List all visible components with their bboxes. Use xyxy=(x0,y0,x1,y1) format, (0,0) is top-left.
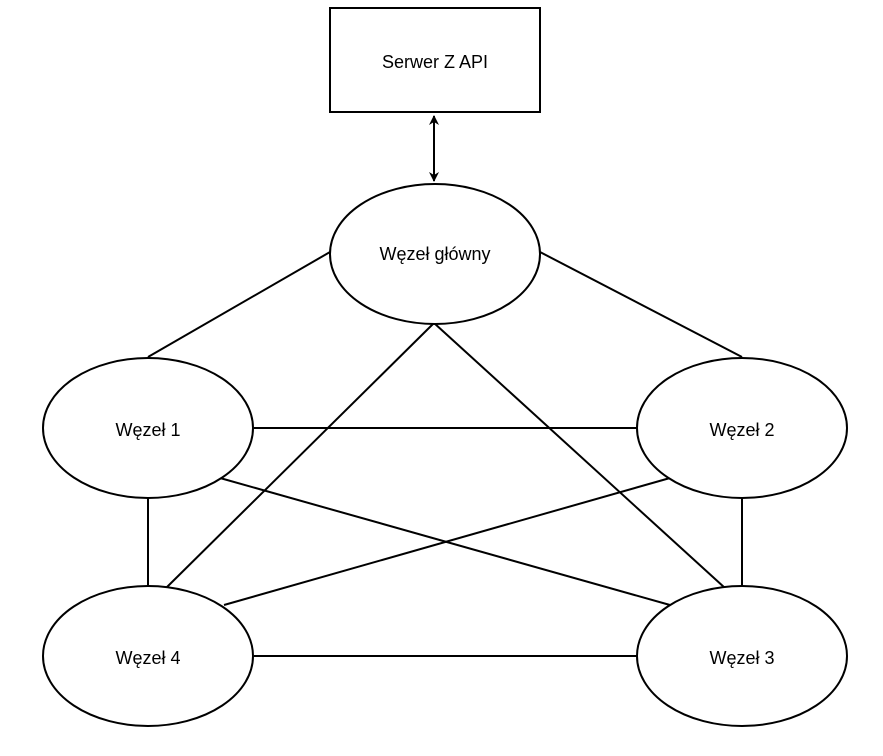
server-label: Serwer Z API xyxy=(382,52,488,72)
edge-node2-node4 xyxy=(223,477,671,606)
edges xyxy=(147,115,743,657)
edge-main-node3 xyxy=(433,322,726,589)
node-2-ellipse xyxy=(636,357,848,499)
server-box xyxy=(329,7,541,113)
node-1-ellipse xyxy=(42,357,254,499)
node-3: Węzeł 3 xyxy=(636,585,848,727)
edge-main-node2 xyxy=(539,251,743,358)
main-node-label: Węzeł główny xyxy=(379,244,490,264)
node-2-label: Węzeł 2 xyxy=(709,420,774,440)
main-node-ellipse xyxy=(329,183,541,325)
node-2: Węzeł 2 xyxy=(636,357,848,499)
node-3-label: Węzeł 3 xyxy=(709,648,774,668)
node-4-ellipse xyxy=(42,585,254,727)
node-3-ellipse xyxy=(636,585,848,727)
node-4-label: Węzeł 4 xyxy=(115,648,180,668)
edge-main-node1 xyxy=(147,251,331,358)
node-1: Węzeł 1 xyxy=(42,357,254,499)
main-node: Węzeł główny xyxy=(329,183,541,325)
node-1-label: Węzeł 1 xyxy=(115,420,180,440)
server-node: Serwer Z API xyxy=(329,7,541,113)
node-4: Węzeł 4 xyxy=(42,585,254,727)
edge-main-node4 xyxy=(165,322,435,589)
